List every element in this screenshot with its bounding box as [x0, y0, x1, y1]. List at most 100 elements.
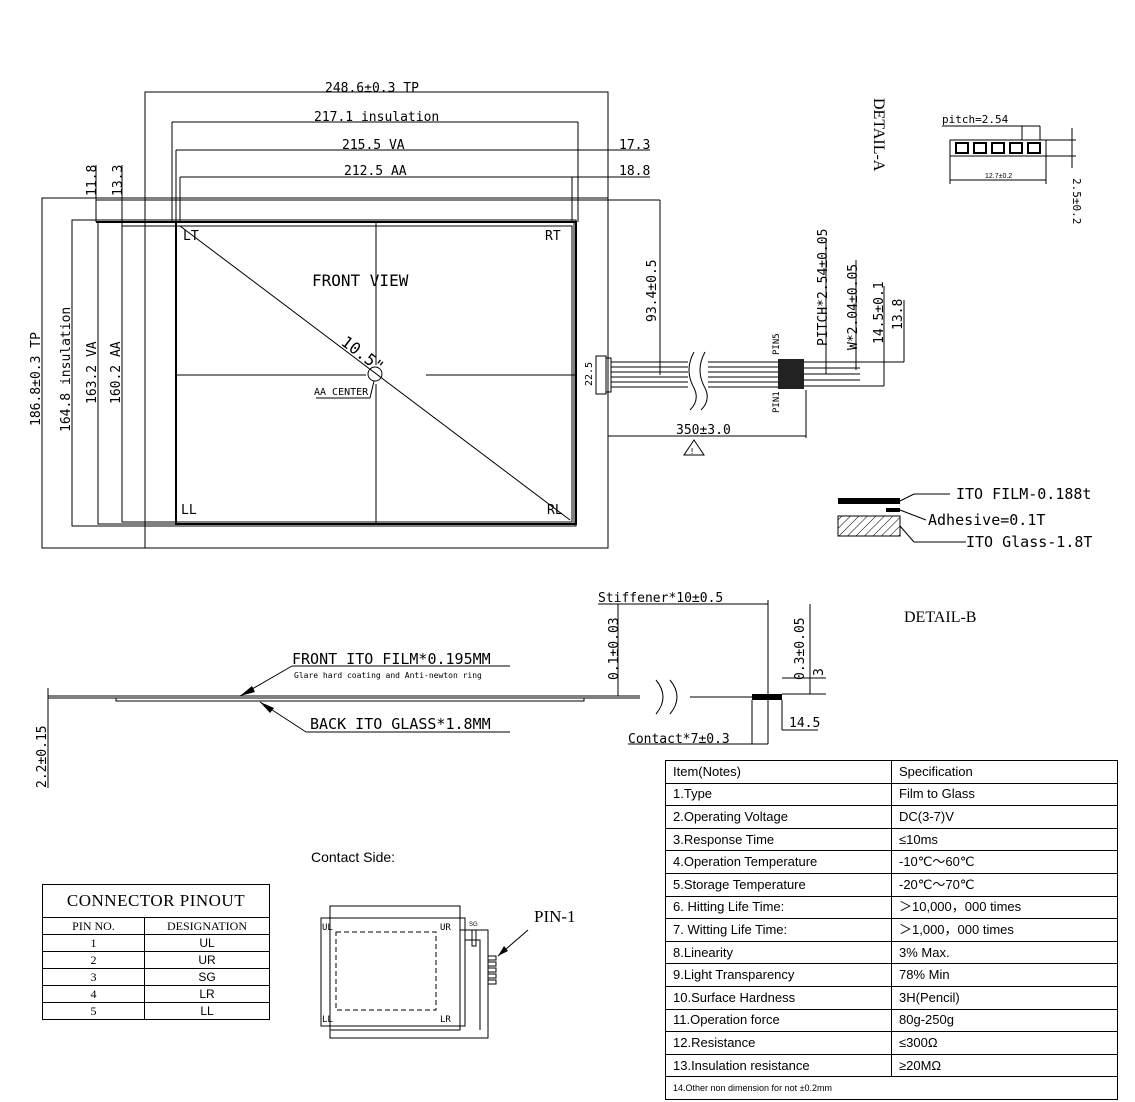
- contact-ul: UL: [322, 923, 333, 933]
- fpc-leads: [611, 351, 778, 411]
- pin1-label: PIN1: [772, 391, 782, 413]
- spec-row: 7. Witting Life Time:＞1,000，000 times: [665, 918, 1118, 942]
- diagonal-line: [179, 225, 571, 521]
- pinout-col-pin: PIN NO.: [42, 917, 145, 935]
- warning-triangle: [683, 439, 705, 456]
- dim-13-3: 13.3: [111, 165, 126, 196]
- dim-0-3: 0.3±0.05: [793, 617, 808, 680]
- spec-item: 1.Type: [665, 782, 892, 807]
- break-2: [669, 679, 678, 715]
- contact-label: Contact*7±0.3: [628, 732, 730, 747]
- dim-tp-width: 248.6±0.3 TP: [325, 81, 419, 96]
- front-film-note: Glare hard coating and Anti-newton ring: [294, 671, 482, 680]
- dim-aa-width: 212.5 AA: [344, 164, 407, 179]
- dim-tp-height: 186.8±0.3 TP: [29, 332, 44, 426]
- spec-row: 12.Resistance≤300Ω: [665, 1031, 1118, 1055]
- layer-adhesive: [886, 508, 900, 512]
- detail-b-title: DETAIL-B: [904, 609, 976, 626]
- front-view-title: FRONT VIEW: [312, 271, 409, 290]
- dim-18-8: 18.8: [619, 164, 650, 179]
- spec-row: 3.Response Time≤10ms: [665, 827, 1118, 852]
- dim-insulation-width: 217.1 insulation: [314, 110, 439, 125]
- spec-value: 78% Min: [891, 963, 1118, 987]
- fpc-contact-block: [778, 359, 804, 389]
- va-outline: [97, 221, 575, 525]
- contact-trace-inner: [465, 939, 481, 1030]
- stiffener-block: [752, 694, 782, 700]
- pinout-col-designation: DESIGNATION: [144, 917, 270, 935]
- glass-strip: [115, 697, 585, 702]
- spec-item: 3.Response Time: [665, 827, 892, 852]
- layer-glass: [837, 515, 901, 537]
- contact-sg: SG: [469, 922, 478, 928]
- spec-item: 13.Insulation resistance: [665, 1053, 892, 1078]
- detail-a-width: 12.7±0.2: [985, 173, 1012, 180]
- connector-tail: [605, 357, 612, 393]
- spec-item: 5.Storage Temperature: [665, 872, 892, 897]
- spec-item: 8.Linearity: [665, 940, 892, 965]
- glass-outline: [41, 197, 609, 549]
- corner-rl: RL: [547, 503, 563, 518]
- pad-5: [1027, 142, 1041, 154]
- spec-row: 4.Operation Temperature-10℃～60℃: [665, 850, 1118, 874]
- stiffener-label: Stiffener*10±0.5: [598, 591, 723, 606]
- spec-value: -20℃～70℃: [891, 872, 1118, 897]
- detail-a: DETAIL-A pitch=2.54 12.7±0.2 2.5±0.2: [870, 98, 1083, 224]
- spec-value: 80g-250g: [891, 1008, 1118, 1033]
- spec-value: ≥20MΩ: [891, 1053, 1118, 1078]
- detail-a-pitch: pitch=2.54: [942, 113, 1009, 126]
- contact-active: [335, 931, 437, 1011]
- spec-note: 14.Other non dimension for not ±0.2mm: [665, 1076, 1118, 1101]
- dim-17-3: 17.3: [619, 138, 650, 153]
- pin5-label: PIN5: [772, 333, 782, 355]
- layer-film: [838, 498, 900, 504]
- pin-number: 4: [42, 985, 145, 1003]
- dim-93-4: 93.4±0.5: [645, 259, 660, 322]
- dim-insulation-height: 164.8 insulation: [59, 307, 74, 432]
- pin1-arrow: [498, 946, 508, 956]
- front-view: 248.6±0.3 TP 217.1 insulation 215.5 VA 2…: [29, 81, 906, 549]
- spec-item: 7. Witting Life Time:: [665, 918, 892, 942]
- back-glass-label: BACK ITO GLASS*1.8MM: [310, 715, 491, 733]
- dim-va-height: 163.2 VA: [85, 341, 100, 404]
- pad-3: [991, 142, 1005, 154]
- fpc-pins: [804, 361, 860, 387]
- aa-center-label: AA CENTER: [314, 387, 369, 398]
- dim-0-1: 0.1±0.03: [607, 617, 622, 680]
- thickness-label: 2.2±0.15: [35, 725, 50, 788]
- aa-center-leader: [369, 380, 375, 399]
- pin-designation: UL: [144, 934, 270, 952]
- spec-row: 5.Storage Temperature-20℃～70℃: [665, 872, 1118, 897]
- pin-designation: SG: [144, 968, 270, 986]
- leader-glass-1: [899, 525, 915, 543]
- spec-value: DC(3-7)V: [891, 805, 1118, 829]
- leader-film-1: [899, 493, 915, 502]
- spec-header-item: Item(Notes): [665, 760, 892, 784]
- spec-value: 3% Max.: [891, 940, 1118, 965]
- detail-a-title: DETAIL-A: [870, 98, 887, 172]
- dim-13-8: 13.8: [891, 299, 906, 330]
- spec-header-row: Item(Notes) Specification: [665, 760, 1118, 784]
- contact-lr: LR: [440, 1015, 451, 1025]
- dim-350: 350±3.0: [676, 423, 731, 438]
- corner-ll: LL: [181, 503, 197, 518]
- spec-value: ≤10ms: [891, 827, 1118, 852]
- side-view: DETAIL-B Stiffener*10±0.5 0.1±0.03 0.3±0…: [35, 591, 976, 788]
- layer-ito-film: ITO FILM-0.188t: [956, 485, 1091, 503]
- layer-stack: ITO FILM-0.188t Adhesive=0.1T ITO Glass-…: [837, 485, 1092, 551]
- contact-side: Contact Side: PIN-1 UL UR LL LR SG: [311, 849, 576, 1039]
- spec-value: ＞10,000，000 times: [891, 895, 1118, 920]
- dim-pitch: PITCH*2.54±0.05: [816, 229, 831, 346]
- pad-2: [973, 142, 987, 154]
